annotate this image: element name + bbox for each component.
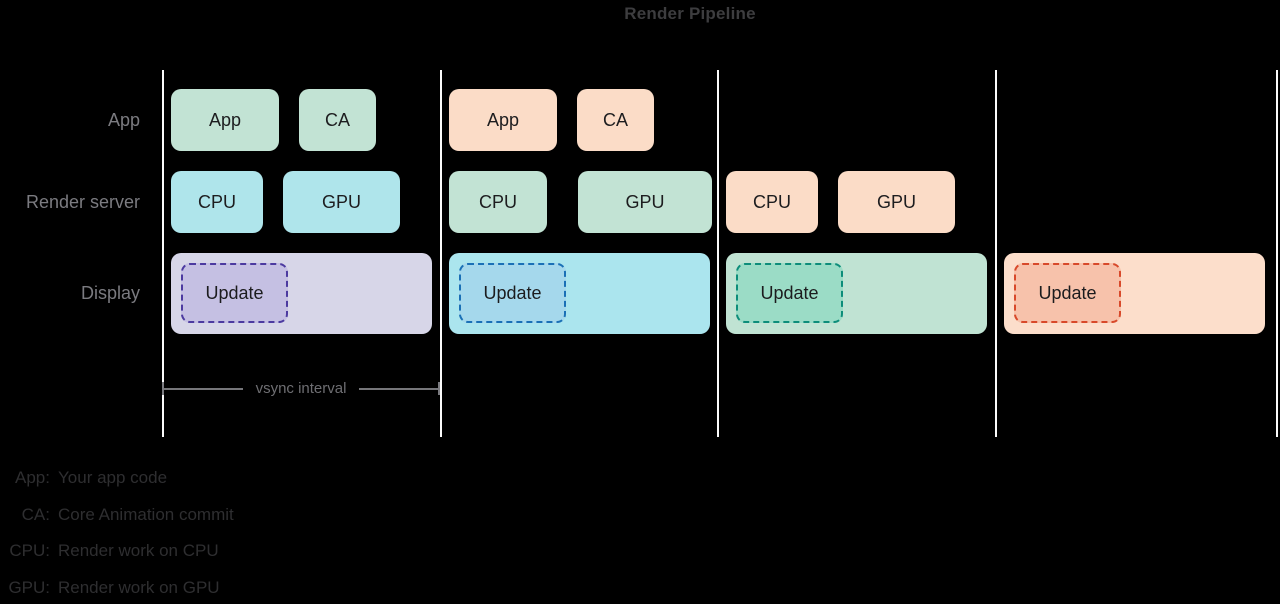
cpu-box: CPU <box>449 171 547 233</box>
legend-text: Your app code <box>58 468 168 488</box>
gpu-box: GPU <box>283 171 400 233</box>
legend-text: Render work on GPU <box>58 577 220 597</box>
app-box: App <box>171 89 279 151</box>
vsync-measure-tick-right <box>438 382 440 395</box>
display-frame-box: Update <box>726 253 987 334</box>
display-frame-box: Update <box>1004 253 1265 334</box>
frame-column-1: App CA CPU GPU Update <box>162 0 440 604</box>
legend: App: Your app code CA: Core Animation co… <box>0 460 234 604</box>
row-label-display: Display <box>80 283 140 303</box>
frame-column-4: Update <box>995 0 1273 604</box>
legend-text: Core Animation commit <box>58 504 234 524</box>
legend-key: CA: <box>21 504 50 524</box>
app-box: App <box>449 89 557 151</box>
vsync-boundary-line-1 <box>162 70 164 437</box>
vsync-interval-label: vsync interval <box>255 380 347 397</box>
display-update-box: Update <box>736 263 843 323</box>
display-update-box: Update <box>459 263 566 323</box>
legend-text: Render work on CPU <box>58 541 219 561</box>
cpu-box: CPU <box>171 171 263 233</box>
legend-key: App: <box>15 468 50 488</box>
vsync-boundary-line-3 <box>717 70 719 437</box>
vsync-boundary-line-4 <box>995 70 997 437</box>
legend-row-gpu: GPU: Render work on GPU <box>0 570 234 604</box>
display-update-box: Update <box>1014 263 1121 323</box>
gpu-box: GPU <box>838 171 955 233</box>
vsync-boundary-line-2 <box>440 70 442 437</box>
vsync-boundary-line-5 <box>1276 70 1278 437</box>
vsync-interval-annotation: vsync interval <box>162 380 440 397</box>
legend-key: GPU: <box>8 577 50 597</box>
row-label-render-server: Render server <box>25 192 140 212</box>
vsync-measure-line-right <box>359 387 438 390</box>
display-frame-box: Update <box>449 253 710 334</box>
legend-key: CPU: <box>9 541 50 561</box>
legend-row-cpu: CPU: Render work on CPU <box>0 533 234 570</box>
display-frame-box: Update <box>171 253 432 334</box>
diagram-title: Render Pipeline <box>624 4 756 23</box>
ca-box: CA <box>299 89 376 151</box>
cpu-box: CPU <box>726 171 818 233</box>
frame-column-3: CPU GPU Update <box>717 0 995 604</box>
vsync-measure-tick-left <box>162 382 164 395</box>
frame-column-2: App CA CPU GPU Update <box>440 0 718 604</box>
display-update-box: Update <box>181 263 288 323</box>
legend-row-app: App: Your app code <box>0 460 234 497</box>
legend-row-ca: CA: Core Animation commit <box>0 497 234 534</box>
ca-box: CA <box>577 89 654 151</box>
gpu-box: GPU <box>578 171 712 233</box>
vsync-measure-line-left <box>164 387 243 390</box>
row-label-app: App <box>107 110 140 130</box>
